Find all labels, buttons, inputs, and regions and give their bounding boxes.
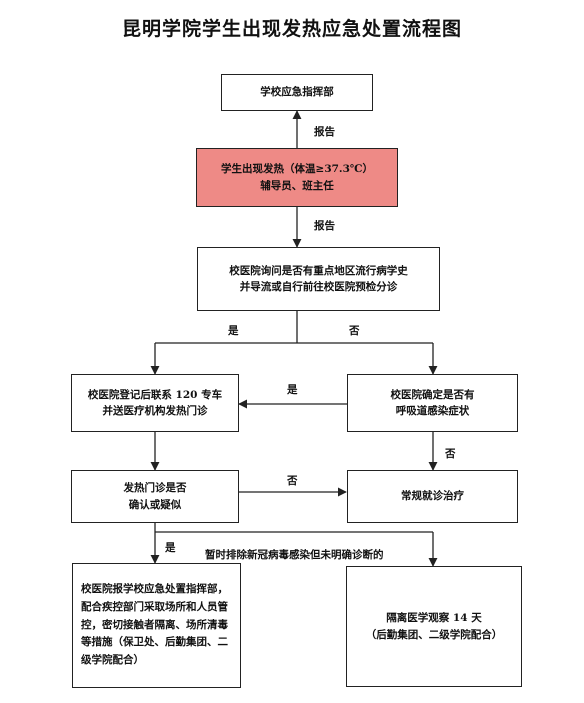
label-report-2: 报告 (314, 220, 335, 232)
box-fever-line2: 辅导员、班主任 (260, 179, 334, 192)
box-report-text: 校医院报学校应急处置指挥部，配合疾控部门采取场所和人员管控，密切接触者隔离、场所… (81, 582, 228, 667)
label-no-3: 否 (287, 475, 298, 487)
box-register-line2: 并送医疗机构发热门诊 (102, 405, 208, 417)
box-register: 校医院登记后联系 120 专车 并送医疗机构发热门诊 (71, 374, 239, 432)
box-fever-clinic-line1: 发热门诊是否 (123, 482, 187, 495)
label-yes-3: 是 (165, 542, 176, 554)
box-register-line1: 校医院登记后联系 120 专车 (87, 388, 223, 401)
box-isolate: 隔离医学观察 14 天 （后勤集团、二级学院配合） (346, 566, 522, 687)
box-routine-text: 常规就诊治疗 (401, 490, 464, 503)
box-fever-clinic-line2: 确认或疑似 (128, 498, 182, 511)
label-no-2: 否 (445, 448, 456, 460)
box-isolate-line1: 隔离医学观察 14 天 (386, 612, 482, 625)
box-report: 校医院报学校应急处置指挥部，配合疾控部门采取场所和人员管控，密切接触者隔离、场所… (72, 563, 241, 688)
box-fever-line1: 学生出现发热（体温≥37.3℃） (221, 163, 373, 176)
box-clinic-ask-line2: 并导流或自行前往校医院预检分诊 (239, 281, 398, 293)
box-command: 学校应急指挥部 (221, 74, 373, 111)
box-routine: 常规就诊治疗 (347, 470, 518, 523)
box-clinic-ask-line1: 校医院询问是否有重点地区流行病学史 (229, 264, 408, 277)
label-report-1: 报告 (314, 126, 335, 138)
diagram-title: 昆明学院学生出现发热应急处置流程图 (121, 18, 462, 40)
label-excluded: 暂时排除新冠病毒感染但未明确诊断的 (205, 549, 384, 561)
box-symptom-line1: 校医院确定是否有 (390, 388, 475, 401)
label-no-1: 否 (349, 325, 360, 337)
box-command-text: 学校应急指挥部 (260, 86, 334, 99)
box-symptom-line2: 呼吸道感染症状 (395, 405, 470, 417)
box-clinic-ask: 校医院询问是否有重点地区流行病学史 并导流或自行前往校医院预检分诊 (197, 247, 440, 311)
label-yes-1: 是 (228, 325, 239, 337)
box-fever-clinic: 发热门诊是否 确认或疑似 (71, 470, 239, 523)
box-fever: 学生出现发热（体温≥37.3℃） 辅导员、班主任 (196, 148, 398, 207)
label-yes-2: 是 (287, 384, 298, 396)
box-symptom: 校医院确定是否有 呼吸道感染症状 (347, 374, 518, 432)
box-isolate-line2: （后勤集团、二级学院配合） (365, 628, 503, 641)
